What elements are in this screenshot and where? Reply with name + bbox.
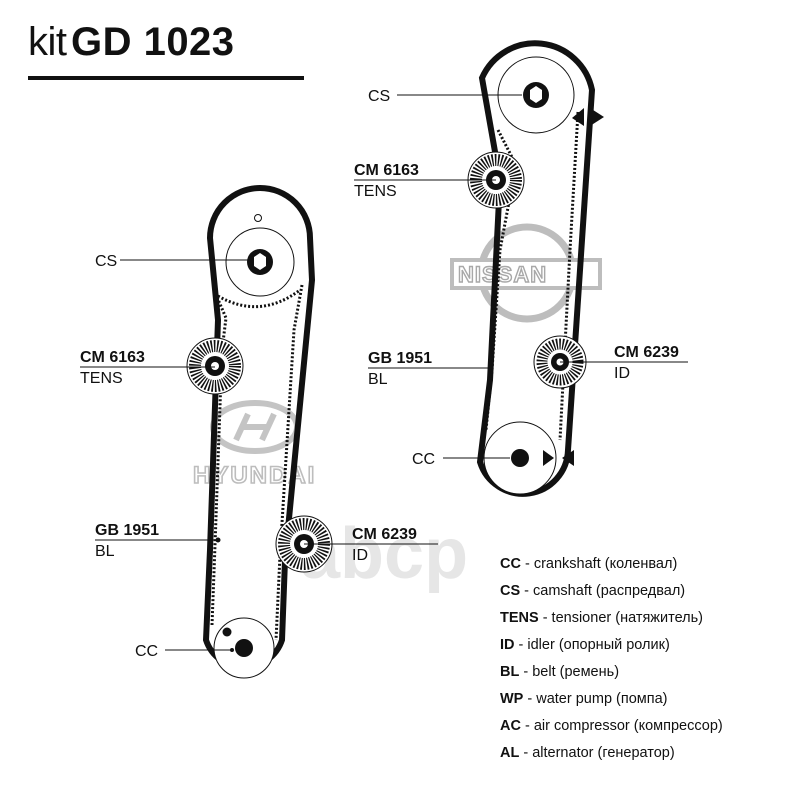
- left-belt-code: GB 1951: [95, 522, 159, 539]
- right-cam-arrow-2: [590, 108, 604, 126]
- right-tensioner-code: CM 6163: [354, 162, 419, 179]
- legend-item: WP - water pump (помпа): [500, 691, 668, 707]
- right-camshaft-pulley: [497, 56, 575, 134]
- right-crankshaft-pulley: [483, 421, 557, 495]
- right-belt-code: GB 1951: [368, 350, 432, 367]
- left-engine-diagram: HYUNDAI: [80, 185, 438, 679]
- right-engine-diagram: NISSAN: [354, 40, 688, 497]
- nissan-logo-text: NISSAN: [458, 262, 547, 287]
- abbreviation-legend: CC - crankshaft (коленвал) CS - camshaft…: [500, 554, 723, 770]
- right-cc-label: CC: [412, 451, 435, 468]
- legend-item: TENS - tensioner (натяжитель): [500, 610, 704, 626]
- legend-item: AC - air compressor (компрессор): [500, 718, 723, 734]
- right-idler-code: CM 6239: [614, 344, 679, 361]
- right-tensioner-label: TENS: [354, 183, 397, 200]
- title-kit-code: GD 1023: [70, 20, 235, 64]
- legend-item: AL - alternator (генератор): [500, 745, 675, 761]
- left-tensioner-pulley: [186, 337, 244, 395]
- right-cs-label: CS: [368, 88, 390, 105]
- left-idler-label: ID: [352, 547, 368, 564]
- left-cc-label: CC: [135, 643, 158, 660]
- left-crankshaft-pulley: [213, 617, 275, 679]
- left-idler-code: CM 6239: [352, 526, 417, 543]
- title-underline: [28, 76, 304, 80]
- right-crank-arrow-2: [562, 450, 574, 466]
- right-cam-arrow-1: [572, 108, 584, 126]
- left-tensioner-label: TENS: [80, 370, 123, 387]
- page-title: kit GD 1023: [28, 20, 235, 65]
- left-belt-teeth: [210, 284, 304, 641]
- right-idler-label: ID: [614, 365, 630, 382]
- right-belt-label: BL: [368, 371, 388, 388]
- legend-item: CC - crankshaft (коленвал): [500, 556, 678, 572]
- left-tensioner-code: CM 6163: [80, 349, 145, 366]
- left-camshaft-pulley: [225, 214, 295, 297]
- nissan-logo: NISSAN: [450, 223, 602, 323]
- right-crank-arrow-1: [543, 450, 554, 466]
- legend-item: CS - camshaft (распредвал): [500, 583, 686, 599]
- legend-item: BL - belt (ремень): [500, 664, 620, 680]
- legend-item: ID - idler (опорный ролик): [500, 637, 670, 653]
- left-cs-label: CS: [95, 253, 117, 270]
- title-kit: kit: [28, 20, 67, 64]
- left-belt-label: BL: [95, 543, 115, 560]
